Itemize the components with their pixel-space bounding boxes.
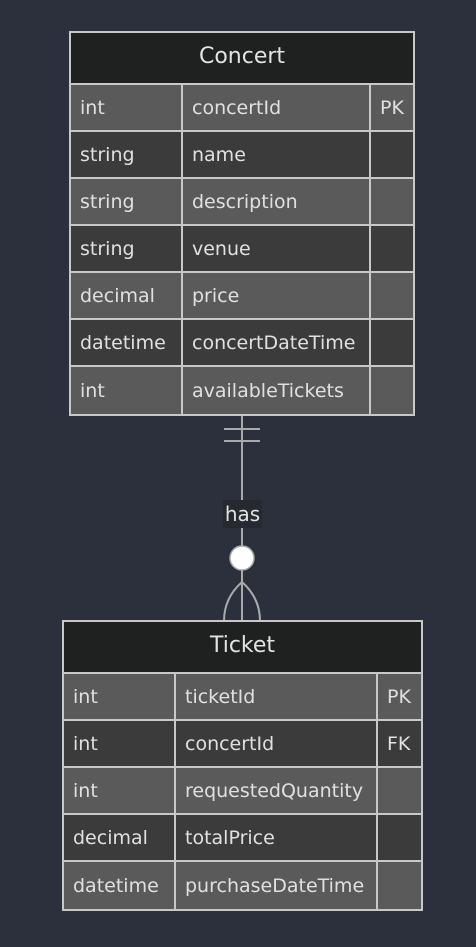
attribute-key — [369, 179, 413, 224]
attribute-name: venue — [181, 226, 369, 271]
attribute-key — [376, 815, 421, 860]
attribute-row: int concertId FK — [64, 721, 421, 768]
entity-concert: Concert int concertId PK string name str… — [69, 31, 415, 416]
attribute-name: concertId — [181, 85, 369, 130]
attribute-name: price — [181, 273, 369, 318]
attribute-name: concertId — [174, 721, 376, 766]
attribute-row: int availableTickets — [71, 367, 413, 414]
attribute-row: decimal totalPrice — [64, 815, 421, 862]
attribute-type: int — [73, 685, 98, 708]
zero-marker-circle — [229, 545, 255, 571]
attribute-name: availableTickets — [181, 367, 369, 414]
attribute-type: int — [73, 779, 98, 802]
entity-title: Concert — [71, 33, 413, 85]
attribute-row: string venue — [71, 226, 413, 273]
attribute-row: int concertId PK — [71, 85, 413, 132]
attribute-key: FK — [376, 721, 421, 766]
attribute-row: datetime purchaseDateTime — [64, 862, 421, 909]
attribute-key: PK — [376, 674, 421, 719]
attribute-row: decimal price — [71, 273, 413, 320]
attribute-name: purchaseDateTime — [174, 862, 376, 909]
attribute-row: datetime concertDateTime — [71, 320, 413, 367]
attribute-key — [369, 273, 413, 318]
attribute-key — [369, 367, 413, 414]
attribute-type: string — [80, 190, 135, 213]
attribute-type: int — [73, 732, 98, 755]
entity-ticket: Ticket int ticketId PK int concertId FK … — [62, 620, 423, 911]
entity-title: Ticket — [64, 622, 421, 674]
attribute-name: requestedQuantity — [174, 768, 376, 813]
many-marker-right — [241, 581, 261, 622]
attribute-name: description — [181, 179, 369, 224]
attribute-key — [369, 132, 413, 177]
attribute-key: PK — [369, 85, 413, 130]
attribute-type: string — [80, 237, 135, 260]
attribute-name: concertDateTime — [181, 320, 369, 365]
relationship-label: has — [223, 500, 262, 528]
attribute-key — [376, 768, 421, 813]
attribute-type: datetime — [80, 331, 166, 354]
attribute-row: int ticketId PK — [64, 674, 421, 721]
attribute-name: totalPrice — [174, 815, 376, 860]
attribute-type: decimal — [80, 284, 155, 307]
attribute-name: name — [181, 132, 369, 177]
attribute-type: string — [80, 143, 135, 166]
many-marker-left — [223, 581, 243, 622]
attribute-name: ticketId — [174, 674, 376, 719]
attribute-type: int — [80, 379, 105, 402]
attribute-type: datetime — [73, 874, 159, 897]
attribute-row: string name — [71, 132, 413, 179]
attribute-key — [376, 862, 421, 909]
attribute-key — [369, 226, 413, 271]
attribute-row: string description — [71, 179, 413, 226]
attribute-type: decimal — [73, 826, 148, 849]
attribute-type: int — [80, 96, 105, 119]
attribute-key — [369, 320, 413, 365]
attribute-row: int requestedQuantity — [64, 768, 421, 815]
